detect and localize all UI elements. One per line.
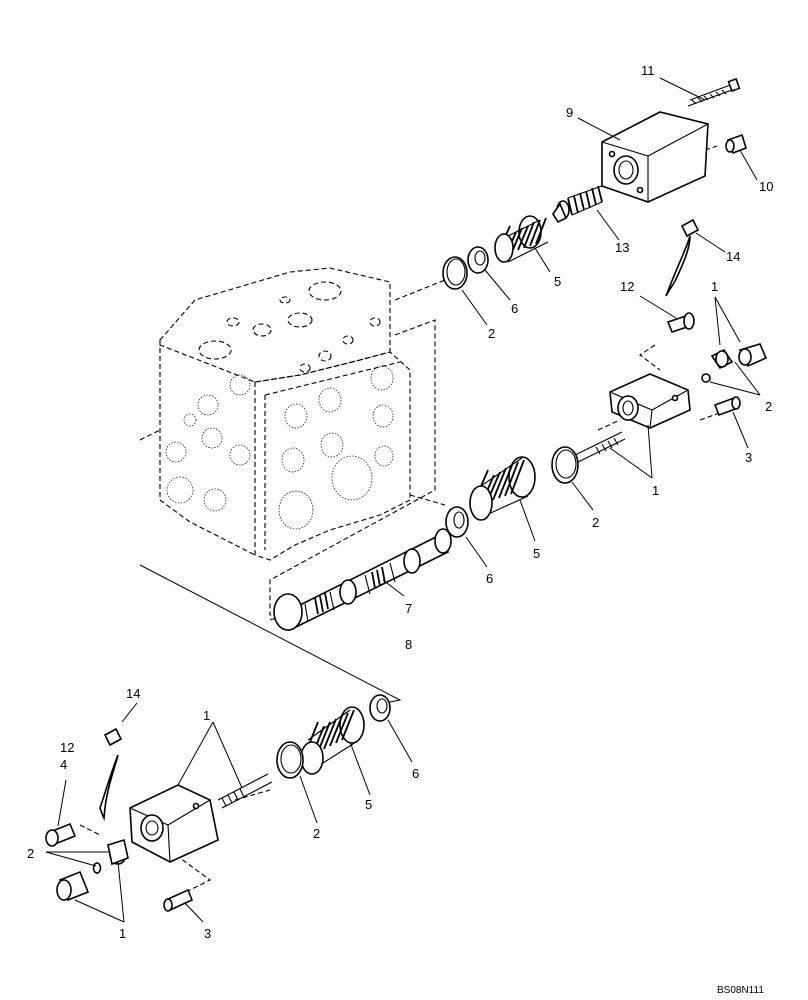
callout-10: 10	[759, 179, 773, 194]
callout-12: 12	[620, 279, 634, 294]
retainer-6-lower	[369, 694, 391, 722]
callout-1: 1	[203, 708, 210, 723]
stud-1-lower	[217, 773, 273, 809]
callout-2: 2	[592, 515, 599, 530]
callout-1: 1	[652, 483, 659, 498]
callout-6: 6	[511, 301, 518, 316]
callout-labels: 11 9 10 13 14 5 6 2 12 1 2 3 1 2 5 6 7 8…	[27, 63, 773, 941]
callout-8: 8	[405, 637, 412, 652]
plug-12-lower	[45, 822, 77, 847]
fitting-14-right	[665, 218, 700, 297]
pilot-block-9	[601, 111, 709, 203]
spring-5-middle	[469, 456, 536, 521]
fitting-14-lower	[99, 727, 123, 821]
spring-5-lower	[300, 706, 365, 775]
callout-11: 11	[641, 63, 655, 78]
end-cap-body-lower	[129, 784, 219, 863]
callout-5: 5	[554, 274, 561, 289]
callout-3: 3	[204, 926, 211, 941]
o-ring-2-lower	[276, 741, 304, 779]
spring-5-top	[494, 215, 549, 263]
bolt-3-lower	[163, 888, 194, 912]
callout-2: 2	[765, 399, 772, 414]
plug-12-right	[666, 312, 695, 333]
callout-4: 4	[60, 757, 67, 772]
spool-7-8	[269, 528, 452, 632]
callout-3: 3	[745, 450, 752, 465]
cap-1-right	[701, 343, 768, 383]
callout-2: 2	[27, 846, 34, 861]
callout-2: 2	[313, 826, 320, 841]
relief-cartridge-13	[552, 185, 603, 224]
bolt-3-right	[713, 396, 741, 417]
callout-5: 5	[533, 546, 540, 561]
callout-1: 1	[711, 279, 718, 294]
leader-lines	[45, 77, 761, 923]
o-ring-2-middle	[551, 446, 579, 484]
drawing-code: BS08N111	[717, 985, 764, 996]
callout-2: 2	[488, 326, 495, 341]
bolt-11	[687, 77, 741, 107]
retainer-6-middle	[445, 506, 469, 538]
callout-13: 13	[615, 240, 629, 255]
callout-5: 5	[365, 797, 372, 812]
callout-14: 14	[126, 686, 140, 701]
callout-6: 6	[486, 571, 493, 586]
callout-12: 12	[60, 740, 74, 755]
callout-1: 1	[119, 926, 126, 941]
retainer-6-top	[467, 246, 489, 274]
assembly-paths	[79, 144, 729, 896]
cap-1-lower	[56, 838, 129, 902]
valve-body	[159, 267, 411, 561]
callout-6: 6	[412, 766, 419, 781]
end-cap-body-right	[609, 373, 691, 429]
callout-7: 7	[405, 601, 412, 616]
plug-10	[725, 133, 747, 155]
o-ring-2-top	[442, 256, 468, 290]
stud-1-right	[574, 431, 626, 463]
callout-9: 9	[566, 105, 573, 120]
callout-14: 14	[726, 249, 740, 264]
